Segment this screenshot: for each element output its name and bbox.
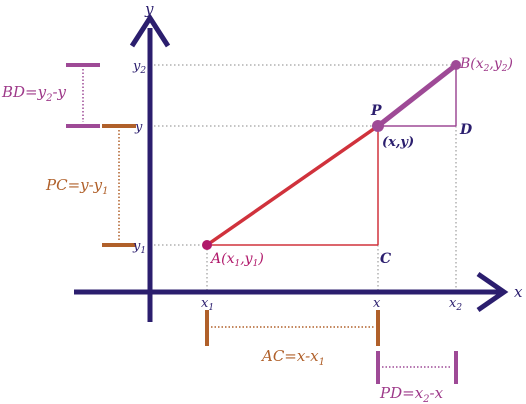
point-b [451, 60, 461, 70]
point-d-label: D [459, 122, 473, 138]
bracket-ac [205, 310, 380, 346]
distance-pd-label: PD=x2-x [379, 384, 444, 404]
point-p-coord: (x,y) [382, 135, 414, 150]
tick-x1: x1 [201, 296, 214, 313]
point-a-label: A(x1,y1) [209, 251, 264, 269]
axes [74, 13, 509, 322]
tick-y1: y1 [132, 239, 146, 256]
segment-ap [205, 124, 380, 247]
bracket-pd [376, 351, 458, 384]
point-b-label: B(x2,y2) [459, 56, 513, 74]
segment-pb [375, 62, 459, 129]
bracket-bd [66, 63, 100, 128]
distance-bd-label: BD=y2-y [1, 83, 67, 104]
distance-ac-label: AC=x-x1 [260, 347, 325, 368]
point-p [372, 120, 384, 132]
x-axis-label: x [514, 283, 523, 301]
guide-lines [150, 64, 457, 292]
triangle-pbd [378, 65, 457, 127]
tick-y: y [134, 120, 143, 135]
y-axis-label: y [144, 0, 154, 18]
bracket-pc [102, 124, 136, 247]
tick-y2: y2 [132, 59, 146, 76]
x-axis-arrowhead [476, 271, 509, 313]
tick-x: x [373, 296, 381, 311]
point-c-label: C [380, 251, 391, 267]
triangle-apc [207, 126, 379, 246]
point-p-label: P [370, 103, 382, 119]
tick-x2: x2 [449, 296, 462, 313]
distance-pc-label: PC=y-y1 [45, 176, 109, 197]
y-axis-arrowhead [129, 13, 171, 48]
point-a [202, 240, 212, 250]
